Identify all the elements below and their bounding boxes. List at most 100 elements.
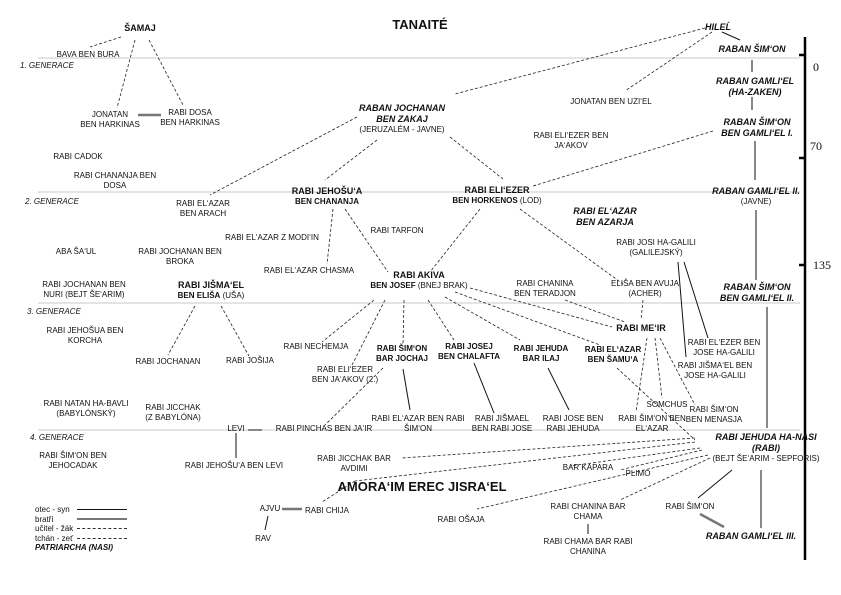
edge-meir-somchus (654, 337, 663, 399)
edge-brothers-simon-gamliel3 (699, 512, 725, 529)
person-jehosua-ben-levi: RABI JEHOŠU‘A BEN LEVI (184, 461, 284, 470)
edge-nasi-osaja (476, 454, 709, 510)
person-tarfon: RABI TARFON (370, 226, 424, 235)
edge-hilel-simon (721, 31, 741, 41)
legend-double-line (77, 518, 127, 521)
edge-josi-jismael (677, 261, 687, 358)
legend-long-dashed-line (77, 537, 127, 539)
edge-akiva-josej (427, 299, 455, 341)
edge-hilel-uziel (624, 31, 713, 92)
generation-label-2: 2. GENERACE (25, 197, 79, 206)
edge-hilel-zakaj (454, 27, 706, 95)
person-josi-ha-galili: RABI JOSI HA-GALILI(GALILEJSKÝ) (616, 238, 696, 257)
edge-nasi-jicchak (401, 437, 696, 459)
edge-zakaj-jehosua (324, 139, 378, 181)
edge-jismael-jochanan (167, 305, 196, 356)
person-bar-kapara: BAR KAPARA (562, 463, 614, 472)
edge-akiva-meir (469, 287, 613, 328)
edge-eliezer-elisa (519, 208, 624, 285)
person-plimo: PLIMO (625, 469, 651, 478)
edge-nasi-kapara (569, 447, 701, 467)
legend-father-son: otec - syn (35, 505, 127, 515)
edge-simon-pinchas (324, 367, 384, 426)
person-somchus: SOMCHUS (646, 400, 688, 409)
timeline-label-0: 0 (813, 60, 819, 74)
edge-akiva-simon (402, 299, 405, 346)
timeline-label-135: 135 (813, 258, 831, 272)
person-ajvu: AJVU (259, 504, 281, 513)
edge-nasi-simon (697, 469, 733, 499)
edge-akiva-elazar (454, 291, 601, 346)
person-jonatan-ben-uziel: JONATAN BEN UZI‘EL (570, 97, 652, 106)
person-pinchas-ben-jair: RABI PINCHAS BEN JA‘IR (275, 424, 373, 433)
edge-zakaj-eliezer (449, 136, 504, 180)
amoraim-title: AMORA‘IM EREC JISRA‘EL (337, 479, 507, 494)
edge-akiva-nechemja (321, 299, 375, 343)
edge-samua-nasi (616, 367, 696, 441)
person-elazar-chasma: RABI EL‘AZAR CHASMA (263, 266, 355, 275)
edge-josi-eliezer (683, 261, 709, 339)
edge-nasi-chanina (619, 457, 711, 501)
generation-label-4: 4. GENERACE (30, 433, 84, 442)
edge-jehosua-akiva (344, 208, 389, 273)
edge-samaj-bava (89, 36, 122, 48)
edge-ajvu-rav (264, 515, 269, 531)
edge-jehuda-jose (547, 367, 570, 411)
edge-samaj-dosa (148, 39, 184, 106)
person-josija: RABI JOŠIJA (225, 356, 275, 365)
person-natan-ha-bavli: RABI NATAN HA-BAVLI(BABYLÓNSKÝ) (43, 399, 129, 418)
person-jicchak-z-babylona: RABI JICCHAK(Z BABYLÓNA) (145, 403, 201, 422)
person-rabi-jochanan: RABI JOCHANAN (135, 357, 201, 366)
generation-label-3: 3. GENERACE (27, 307, 81, 316)
edge-chija-line (321, 480, 356, 503)
person-elazar-z-modiin: RABI EL‘AZAR Z MODI‘IN (225, 233, 319, 242)
person-levi: LEVI (227, 424, 245, 433)
edge-simon-elazar (402, 368, 411, 411)
legend: otec - syn bratři učitel - žák tchán - z… (35, 505, 127, 553)
person-rav: RAV (255, 534, 271, 543)
person-cadok: RABI CADOK (53, 152, 103, 161)
person-gamliel-3: RABAN GAMLI‘EL III. (705, 531, 797, 541)
legend-dashed-line (77, 528, 127, 530)
edge-josej-jismael (473, 362, 495, 414)
edge-nasi-chija (354, 441, 696, 482)
person-chija: RABI CHIJA (304, 506, 350, 515)
person-gamliel-ha-zaken: RABAN GAMLI‘EL(HA-ZAKEN) (716, 76, 794, 97)
edge-zakaj-arach (209, 116, 358, 196)
legend-solid-line (77, 509, 127, 511)
person-meir: RABI ME‘IR (616, 323, 666, 333)
edge-akiva-eliezer2 (351, 299, 386, 366)
edge-samaj-jonatan (116, 39, 136, 109)
person-samaj: ŠAMAJ (124, 23, 156, 33)
person-bava-ben-bura: BAVA BEN BURA (56, 50, 120, 59)
edge-chanina-meir (564, 299, 626, 323)
